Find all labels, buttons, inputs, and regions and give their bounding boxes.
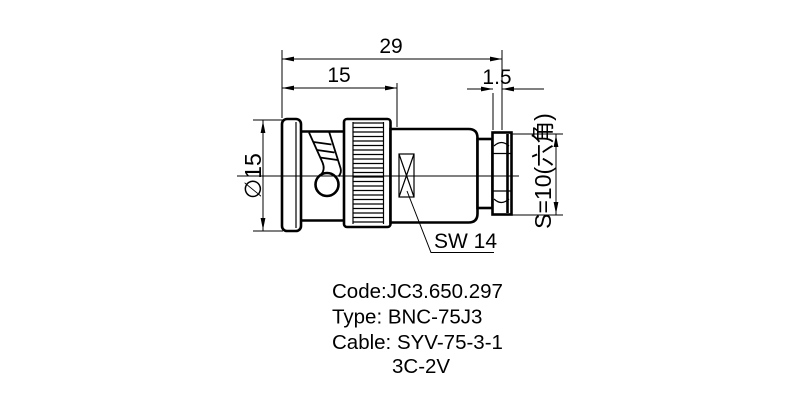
hex-nut	[491, 131, 513, 216]
extension-lines-29	[281, 50, 503, 130]
label-sw14: SW 14	[434, 230, 497, 253]
note-code: Code:JC3.650.297	[332, 280, 503, 303]
bayonet-pin-hole	[314, 171, 340, 198]
wrench-size-callout: SW 14	[406, 190, 497, 253]
connector-outline	[280, 117, 513, 233]
dimension-groove-width: 1.5	[467, 66, 544, 130]
note-cable-alt: 3C-2V	[392, 355, 450, 378]
arrowhead-left-29	[282, 56, 294, 62]
arrowhead-left-1-5	[481, 86, 493, 92]
dim-label-15: 15	[327, 64, 350, 87]
arrowhead-left-15	[282, 85, 294, 91]
leader-line-sw14	[406, 190, 494, 253]
bayonet-slot-rungs	[313, 141, 338, 161]
extension-lines-hex	[512, 133, 563, 216]
arrowhead-top-hex	[553, 135, 559, 147]
arrowhead-bottom-hex	[553, 202, 559, 214]
note-type: Type: BNC-75J3	[332, 306, 482, 329]
arrowhead-right-15	[385, 85, 397, 91]
arrowhead-right-29	[490, 56, 502, 62]
dim-label-hex: S=10(六角)	[530, 113, 556, 229]
note-cable: Cable: SYV-75-3-1	[332, 331, 503, 354]
knurl-end-caps	[352, 122, 385, 224]
notes-block: Code:JC3.650.297 Type: BNC-75J3 Cable: S…	[332, 280, 503, 378]
bayonet-slot-left-rail	[308, 132, 325, 176]
dimension-hex-flats: S=10(六角)	[512, 113, 563, 229]
coupling-shell	[301, 130, 346, 222]
knurled-ring	[342, 117, 392, 229]
step-ring	[476, 137, 494, 210]
dimension-overall-length: 29	[281, 35, 503, 130]
arrowhead-bottom-dia	[260, 218, 266, 230]
bayonet-slot-right-rail	[328, 131, 342, 178]
bayonet-slot	[308, 131, 342, 198]
hex-corner-arcs	[493, 141, 510, 204]
dim-label-1-5: 1.5	[482, 66, 511, 89]
dim-label-29: 29	[379, 35, 402, 58]
front-flange	[280, 117, 303, 233]
hex-facet-lines	[493, 152, 511, 192]
extension-lines-dia	[253, 119, 283, 232]
flange-outline	[280, 117, 303, 233]
arrowhead-top-dia	[260, 121, 266, 133]
arrowhead-right-1-5	[502, 86, 514, 92]
dimension-front-length: 15	[282, 64, 398, 127]
knurl-texture	[353, 122, 383, 223]
